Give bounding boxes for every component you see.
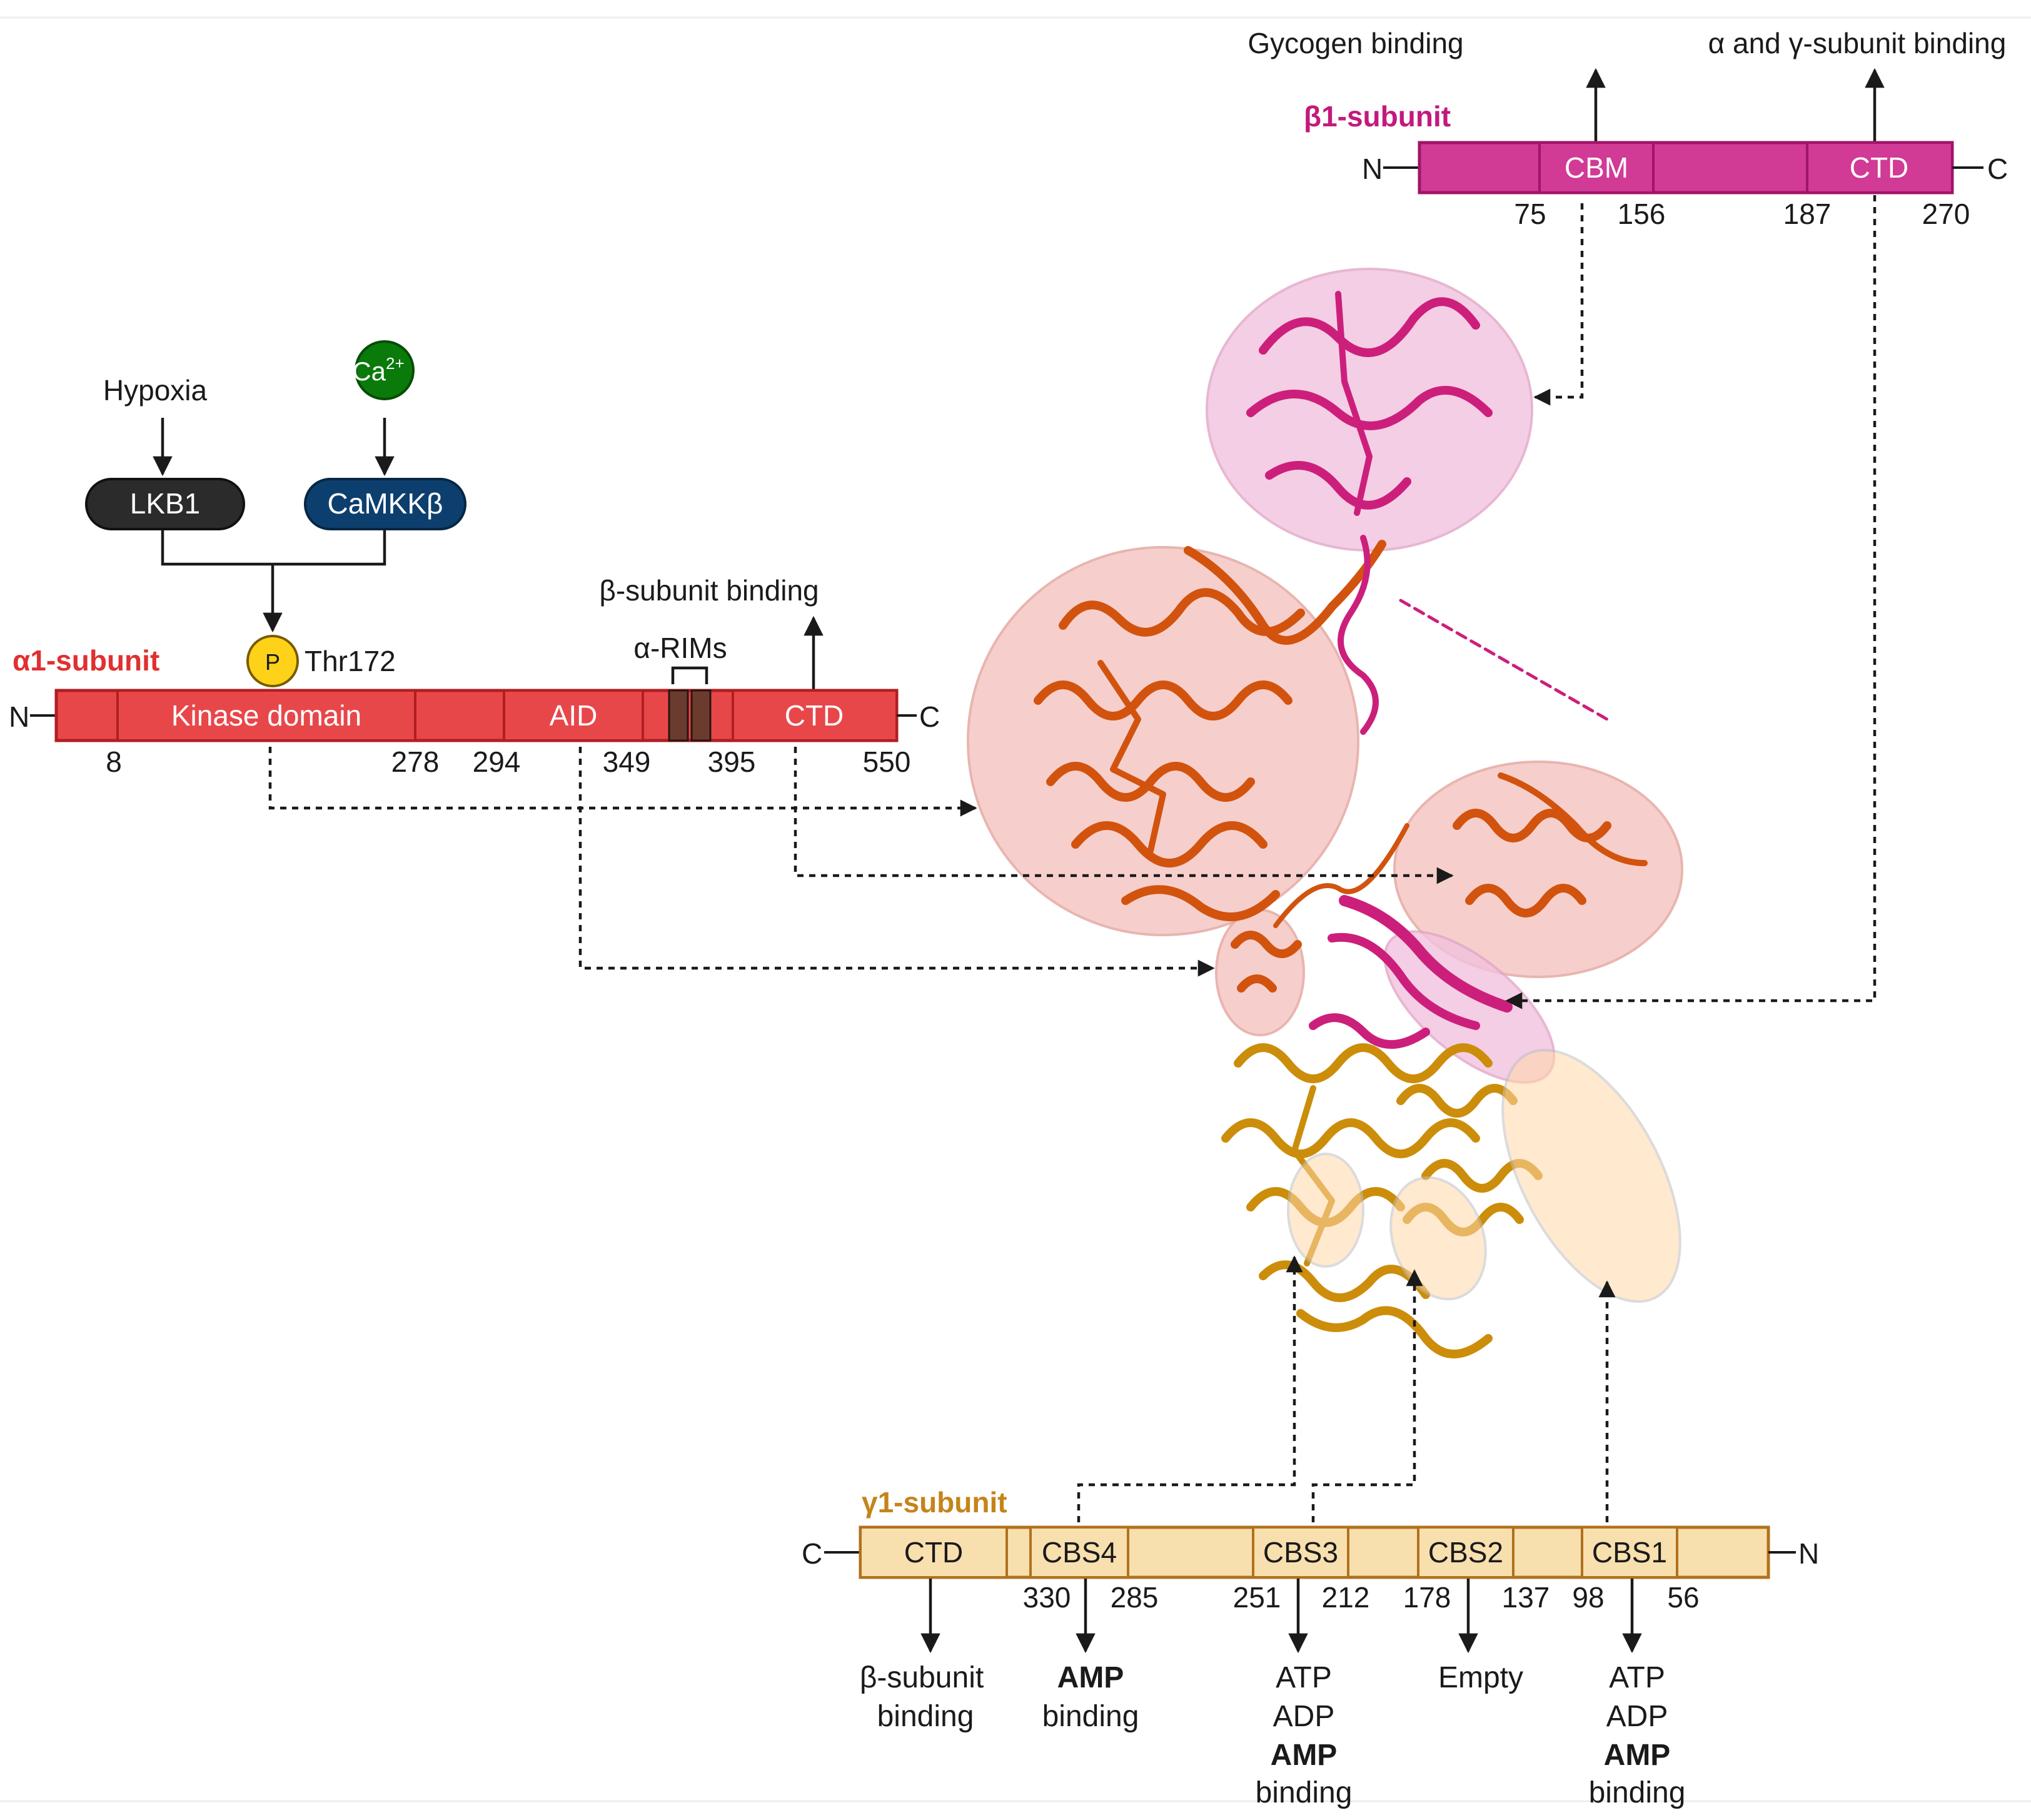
- beta-chain: [1246, 291, 1609, 1049]
- gamma-ctd-domain: [859, 1526, 1008, 1579]
- cbs2-label: CBS2: [1428, 1536, 1503, 1569]
- alpha-n-label: N: [9, 700, 29, 733]
- beta-pos-270: 270: [1922, 198, 1970, 230]
- hypoxia-label: Hypoxia: [103, 374, 208, 407]
- aid-label: AID: [550, 699, 598, 732]
- cbs3-function-line3: AMP: [1271, 1739, 1338, 1772]
- alpha-pos-349: 349: [603, 746, 651, 778]
- cbs1-highlight: [1501, 1049, 1681, 1303]
- calcium-icon: [355, 340, 415, 400]
- cbs3-label: CBS3: [1263, 1536, 1338, 1569]
- cbs3-function-line2: ADP: [1273, 1700, 1335, 1733]
- gamma-subunit: γ1-subunit C CTD CBS4 CBS3 CBS2 CBS1 N 3…: [802, 1486, 1819, 1809]
- beta-c-label: C: [1987, 153, 2008, 185]
- rims-label: α-RIMs: [633, 632, 727, 664]
- rims-bracket: [671, 666, 708, 684]
- gamma-chain: [1221, 1043, 1543, 1358]
- cbs1-function-line1: ATP: [1609, 1661, 1665, 1694]
- alpha-title: α1-subunit: [13, 644, 159, 677]
- alpha-pos-550: 550: [863, 746, 911, 778]
- gamma-cbs4-domain: [1029, 1526, 1129, 1579]
- camkk-label: CaMKKβ: [328, 487, 443, 520]
- alpha-subunit: α1-subunit P Thr172 β-subunit binding α-…: [9, 574, 940, 778]
- alpha-pos-8: 8: [106, 746, 122, 778]
- gamma-pos-137: 137: [1502, 1581, 1550, 1614]
- beta-pos-156: 156: [1618, 198, 1666, 230]
- cbs3-function-line1: ATP: [1276, 1661, 1332, 1694]
- gamma-pos-251: 251: [1233, 1581, 1281, 1614]
- beta-ctd-label: CTD: [1850, 151, 1909, 184]
- beta-n-label: N: [1362, 153, 1383, 185]
- alpha-rim1: [668, 689, 689, 742]
- cbs4-highlight: [1287, 1153, 1364, 1268]
- alpha-c-label: C: [919, 700, 940, 733]
- aid-connector: [578, 747, 1215, 977]
- calcium-label: Ca2+: [352, 354, 404, 386]
- cbs4-label: CBS4: [1042, 1536, 1117, 1569]
- alpha-gamma-binding-label: α and γ-subunit binding: [1708, 27, 2007, 59]
- alpha-pos-278: 278: [391, 746, 440, 778]
- cbs1-function-line2: ADP: [1606, 1700, 1668, 1733]
- gamma-n-label: N: [1798, 1537, 1819, 1570]
- alpha-kinase-domain: [116, 689, 416, 742]
- gamma-cbs2-domain: [1417, 1526, 1514, 1579]
- lkb1-node: [85, 478, 245, 530]
- cbm-connector: [1533, 203, 1584, 406]
- beta-ctd-connector: [1505, 195, 1877, 1009]
- cbs3-function-line4: binding: [1256, 1776, 1353, 1809]
- lkb1-label: LKB1: [130, 487, 201, 520]
- cbs4-function-line2: binding: [1042, 1700, 1139, 1733]
- kinase-domain-label: Kinase domain: [171, 699, 361, 732]
- dashed-connectors: [268, 195, 1877, 1522]
- phospho-badge-label: P: [265, 649, 280, 675]
- camkk-node: [304, 478, 466, 530]
- cbs3-connector: [1311, 1269, 1423, 1522]
- cbs4-function-line1: AMP: [1057, 1661, 1124, 1694]
- beta-ctd-domain: [1806, 141, 1953, 194]
- alpha-rim2: [690, 689, 712, 742]
- kinase-connector: [268, 747, 977, 817]
- cbs3-highlight: [1389, 1176, 1487, 1301]
- beta-subunit: β1-subunit Gycogen binding α and γ-subun…: [1247, 27, 2008, 230]
- cbs1-label: CBS1: [1592, 1536, 1667, 1569]
- ctd-function-line1: β-subunit: [860, 1661, 984, 1694]
- gamma-pos-98: 98: [1572, 1581, 1604, 1614]
- alpha-pos-395: 395: [708, 746, 756, 778]
- phospho-badge: [246, 635, 299, 687]
- aid-highlight: [1215, 909, 1305, 1036]
- beta-pos-75: 75: [1514, 198, 1546, 230]
- gamma-pos-212: 212: [1322, 1581, 1370, 1614]
- cbs1-function-line4: binding: [1589, 1776, 1686, 1809]
- gamma-pos-178: 178: [1403, 1581, 1451, 1614]
- cbs2-function-line1: Empty: [1438, 1661, 1523, 1694]
- gamma-cbs3-domain: [1252, 1526, 1349, 1579]
- gamma-ctd-label: CTD: [904, 1536, 964, 1569]
- cbm-label: CBM: [1565, 151, 1628, 184]
- protein-structure: [967, 268, 1683, 1358]
- thr172-label: Thr172: [305, 645, 396, 677]
- alpha-aid-domain: [503, 689, 644, 742]
- gamma-c-label: C: [802, 1537, 822, 1570]
- gamma-cbs1-domain: [1581, 1526, 1678, 1579]
- ctd-function-line2: binding: [877, 1700, 974, 1733]
- upstream-kinases: Hypoxia Ca2+ LKB1 CaMKKβ: [85, 340, 466, 633]
- cbs1-function-line3: AMP: [1604, 1739, 1671, 1772]
- beta-title: β1-subunit: [1304, 100, 1451, 133]
- kinase-merge-bracket: [161, 530, 386, 566]
- alpha-chain: [1034, 540, 1648, 993]
- gamma-title: γ1-subunit: [862, 1486, 1007, 1519]
- gamma-pos-285: 285: [1111, 1581, 1159, 1614]
- beta-cbm-domain: [1538, 141, 1655, 194]
- gamma-pos-56: 56: [1667, 1581, 1699, 1614]
- gamma-pos-330: 330: [1023, 1581, 1071, 1614]
- beta-pos-187: 187: [1783, 198, 1832, 230]
- cbs4-connector: [1077, 1255, 1303, 1522]
- alpha-beta-binding-label: β-subunit binding: [599, 574, 819, 607]
- alpha-pos-294: 294: [473, 746, 521, 778]
- alpha-ctd-label: CTD: [785, 699, 844, 732]
- glycogen-binding-label: Gycogen binding: [1247, 27, 1463, 59]
